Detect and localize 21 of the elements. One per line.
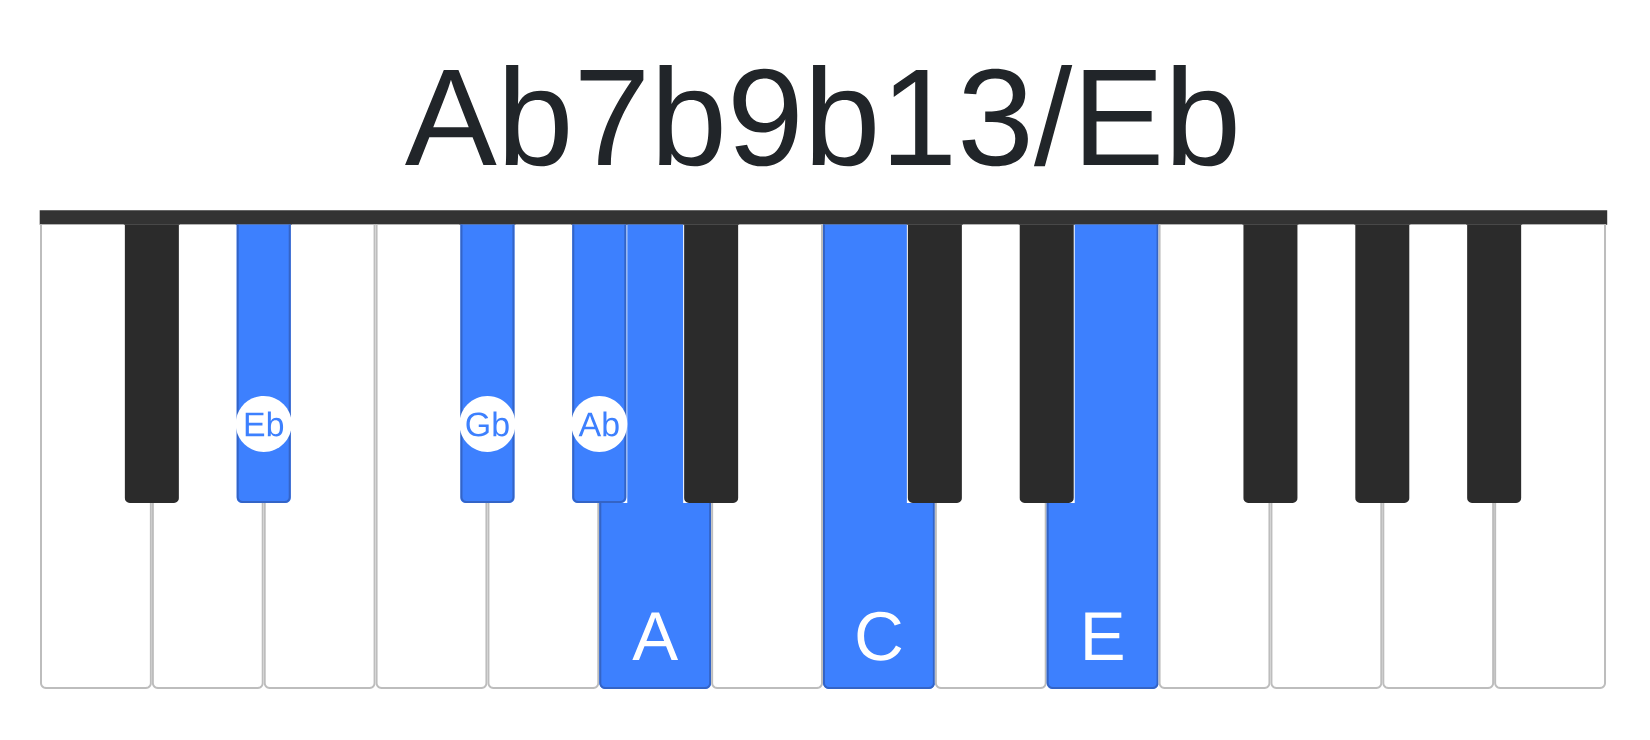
piano-key xyxy=(40,223,152,689)
note-badge: Eb xyxy=(235,396,292,452)
piano-key xyxy=(1382,224,1495,689)
piano-key xyxy=(1019,224,1074,503)
piano-key xyxy=(934,224,1047,689)
piano-key xyxy=(907,224,962,503)
piano-key xyxy=(1243,224,1298,503)
note-badge: Ab xyxy=(571,396,628,452)
piano-key xyxy=(1158,223,1271,689)
top-bar xyxy=(39,210,1608,225)
piano-key xyxy=(1355,224,1410,503)
piano-key xyxy=(1270,224,1383,689)
chord-title: Ab7b9b13/Eb xyxy=(405,65,1236,167)
piano-key xyxy=(711,223,823,689)
piano-key: C xyxy=(823,223,935,689)
note-badge: Gb xyxy=(459,396,516,452)
piano-key xyxy=(1494,223,1606,689)
piano-key xyxy=(684,224,739,503)
piano-key: E xyxy=(1046,223,1159,689)
piano-key xyxy=(1467,224,1522,503)
piano-key xyxy=(124,224,179,503)
